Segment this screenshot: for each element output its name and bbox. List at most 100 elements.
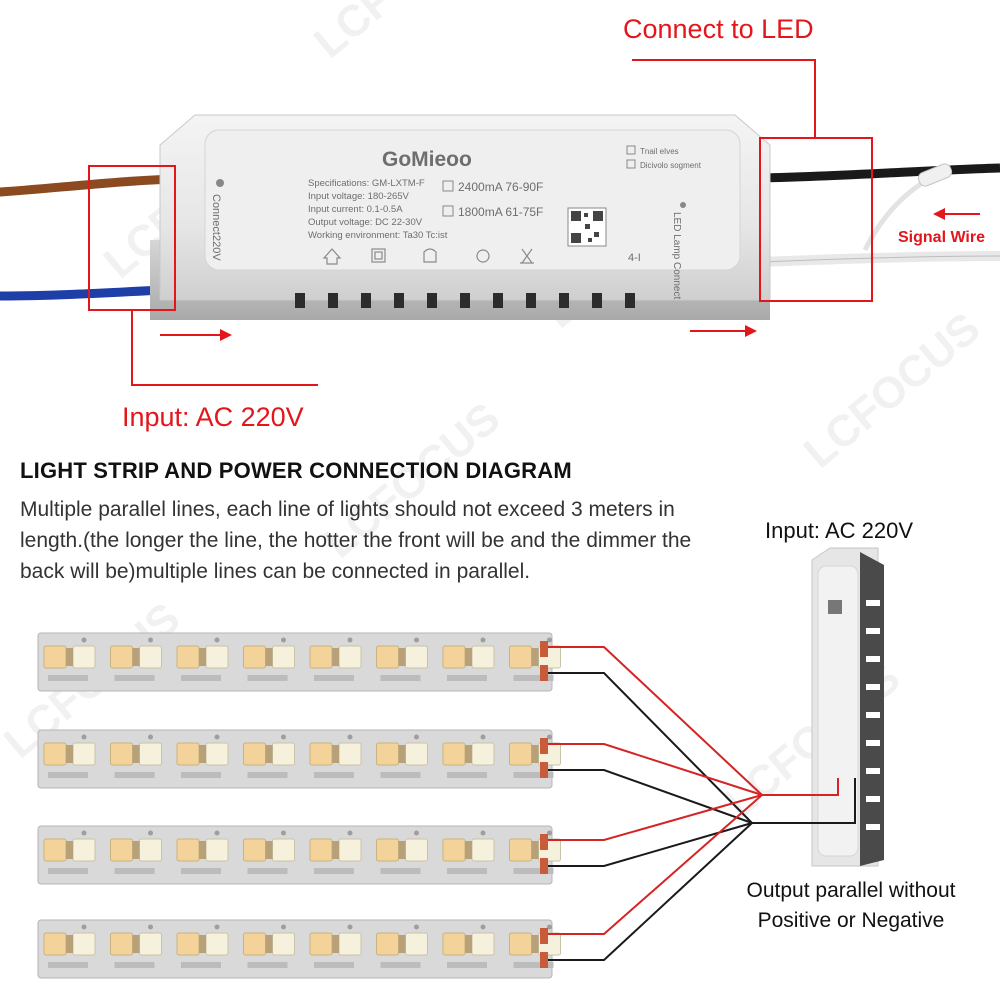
strip-contact — [531, 841, 539, 859]
current-option: 1800mA 61-75F — [458, 205, 543, 219]
resistor-dot — [547, 924, 552, 930]
resistor-dot — [347, 924, 353, 930]
led-chip — [176, 645, 200, 669]
strip-contact — [132, 745, 140, 763]
resistor-dot — [214, 637, 220, 643]
led-chip — [243, 838, 266, 862]
red-wire — [548, 743, 763, 796]
led-chip — [43, 932, 67, 956]
spec-line: Input voltage: 180-265V — [308, 191, 410, 202]
strip-contact — [398, 841, 406, 859]
signal-arrow-icon — [933, 208, 980, 220]
strip-marking — [513, 868, 554, 874]
strip-contact — [66, 745, 73, 763]
strip-contact — [132, 935, 140, 953]
resistor-dot — [81, 734, 87, 740]
led-chip — [405, 742, 428, 766]
spec-line: Working environment: Ta30 Tc:ist — [308, 230, 448, 241]
signal-wire-tip — [917, 163, 953, 187]
resistor-dot — [480, 637, 486, 643]
resistor-dot — [414, 734, 419, 740]
led-chip — [338, 838, 362, 862]
option-checkbox — [442, 205, 454, 217]
led-chip — [509, 645, 532, 669]
led-chip — [471, 742, 495, 766]
strip-marking — [447, 675, 487, 681]
resistor-dot — [547, 637, 552, 643]
resistor-dot — [148, 924, 153, 930]
model-code: 4-I — [628, 252, 641, 264]
led-chip — [509, 742, 532, 766]
led-chip — [272, 838, 295, 862]
strip-marking — [314, 675, 354, 681]
led-chip — [376, 742, 399, 766]
mode-option: Tnail eIves — [640, 147, 679, 156]
red-wire — [548, 794, 763, 841]
resistor-dot — [214, 734, 220, 740]
solder-pad — [540, 641, 548, 657]
mode-checkbox — [626, 145, 636, 155]
red-wire-to-driver — [762, 778, 839, 796]
led-chip — [176, 932, 200, 956]
strip-marking — [247, 962, 288, 968]
resistor-dot — [347, 734, 353, 740]
strip-contact — [398, 935, 406, 953]
led-chip — [72, 932, 96, 956]
led-chip — [442, 645, 466, 669]
strip-marking — [181, 868, 221, 874]
strip-marking — [181, 675, 221, 681]
led-chip — [110, 838, 133, 862]
led-chip — [176, 838, 200, 862]
led-chip — [309, 838, 333, 862]
led-chip — [376, 838, 399, 862]
strip-marking — [247, 675, 288, 681]
led-chip — [405, 645, 428, 669]
led-chip — [72, 645, 96, 669]
led-chip — [205, 838, 229, 862]
output-note: Output parallel without Positive or Nega… — [746, 879, 956, 932]
led-chip — [338, 932, 362, 956]
resistor-dot — [480, 924, 486, 930]
strip-marking — [447, 772, 487, 778]
strip-contact — [265, 935, 273, 953]
input-callout-line — [131, 310, 318, 386]
output-callout-line — [632, 59, 816, 138]
strip-marking — [380, 962, 421, 968]
led-chip — [43, 838, 67, 862]
black-wire — [548, 822, 753, 961]
strip-marking — [48, 675, 88, 681]
diagram-title: LIGHT STRIP AND POWER CONNECTION DIAGRAM — [20, 458, 572, 483]
direction-arrow-icon — [690, 325, 757, 337]
led-chip — [139, 742, 162, 766]
strip-contact — [332, 648, 339, 666]
solder-pad — [540, 928, 548, 944]
resistor-dot — [281, 830, 286, 836]
led-chip — [205, 645, 229, 669]
led-chip — [139, 645, 162, 669]
strip-marking — [513, 962, 554, 968]
led-chip — [243, 932, 266, 956]
led-chip — [272, 645, 295, 669]
strip-contact — [332, 745, 339, 763]
solder-pad — [540, 762, 548, 778]
strip-contact — [465, 841, 472, 859]
resistor-dot — [281, 924, 286, 930]
led-chip — [442, 932, 466, 956]
strip-marking — [447, 868, 487, 874]
strip-marking — [380, 772, 421, 778]
led-chip — [509, 932, 532, 956]
strip-contact — [199, 648, 206, 666]
led-chip — [243, 742, 266, 766]
mode-checkbox — [626, 159, 636, 169]
led-chip — [139, 838, 162, 862]
led-side-label: LED Lamp Connect — [671, 212, 682, 299]
led-chip — [110, 742, 133, 766]
strip-contact — [465, 745, 472, 763]
led-chip — [205, 742, 229, 766]
strip-contact — [66, 648, 73, 666]
led-chip — [376, 932, 399, 956]
strip-contact — [199, 935, 206, 953]
led-chip — [509, 838, 532, 862]
led-chip — [471, 838, 495, 862]
strip-contact — [465, 935, 472, 953]
